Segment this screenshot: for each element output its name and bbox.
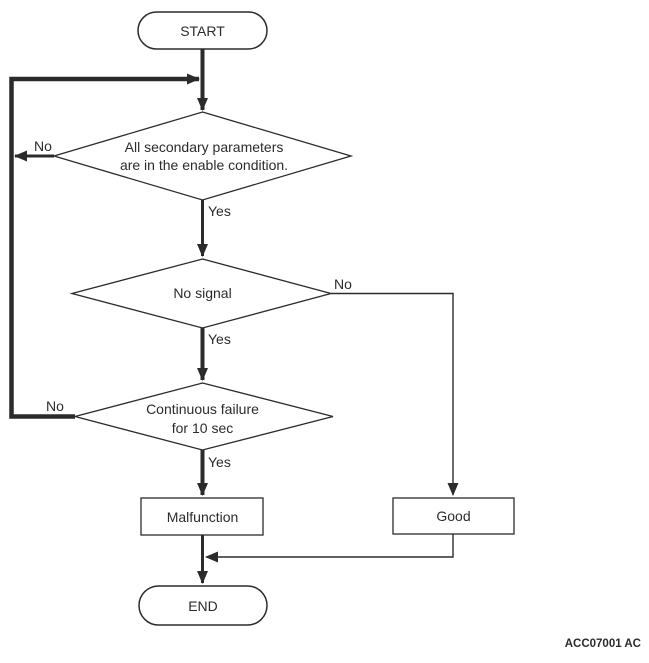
start-label: START [180, 23, 225, 39]
decision3-text-line1: Continuous failure [146, 401, 259, 417]
decision3-no-label: No [46, 398, 64, 414]
decision1-text-line2: are in the enable condition. [120, 157, 288, 173]
decision1-diamond [51, 111, 354, 201]
decision1-yes-label: Yes [208, 203, 231, 219]
malfunction-label: Malfunction [167, 509, 239, 525]
good-node [392, 497, 515, 535]
decision2-diamond [69, 258, 334, 329]
decision2-no-label: No [334, 276, 352, 292]
edge-decision2-no [331, 292, 459, 496]
decision1-text-line1: All secondary parameters [125, 139, 284, 155]
decision3-text-line2: for 10 sec [172, 420, 233, 436]
edge-good-to-join [205, 534, 454, 563]
end-node [138, 585, 268, 626]
nodes: START All secondary parameters are in th… [51, 11, 515, 626]
start-node [137, 11, 268, 50]
decision3-yes-label: Yes [208, 454, 231, 470]
edge-labels: No Yes No Yes No Yes [34, 138, 352, 470]
decision2-yes-label: Yes [208, 331, 231, 347]
end-label: END [188, 598, 218, 614]
figure-code: ACC07001 AC [565, 638, 641, 650]
decision1-no-label: No [34, 138, 52, 154]
decision2-text: No signal [173, 285, 231, 301]
good-label: Good [436, 508, 470, 524]
decision3-diamond [72, 382, 334, 451]
edge-loopback-no [9, 73, 200, 419]
malfunction-node [140, 497, 264, 536]
edges [9, 49, 459, 584]
